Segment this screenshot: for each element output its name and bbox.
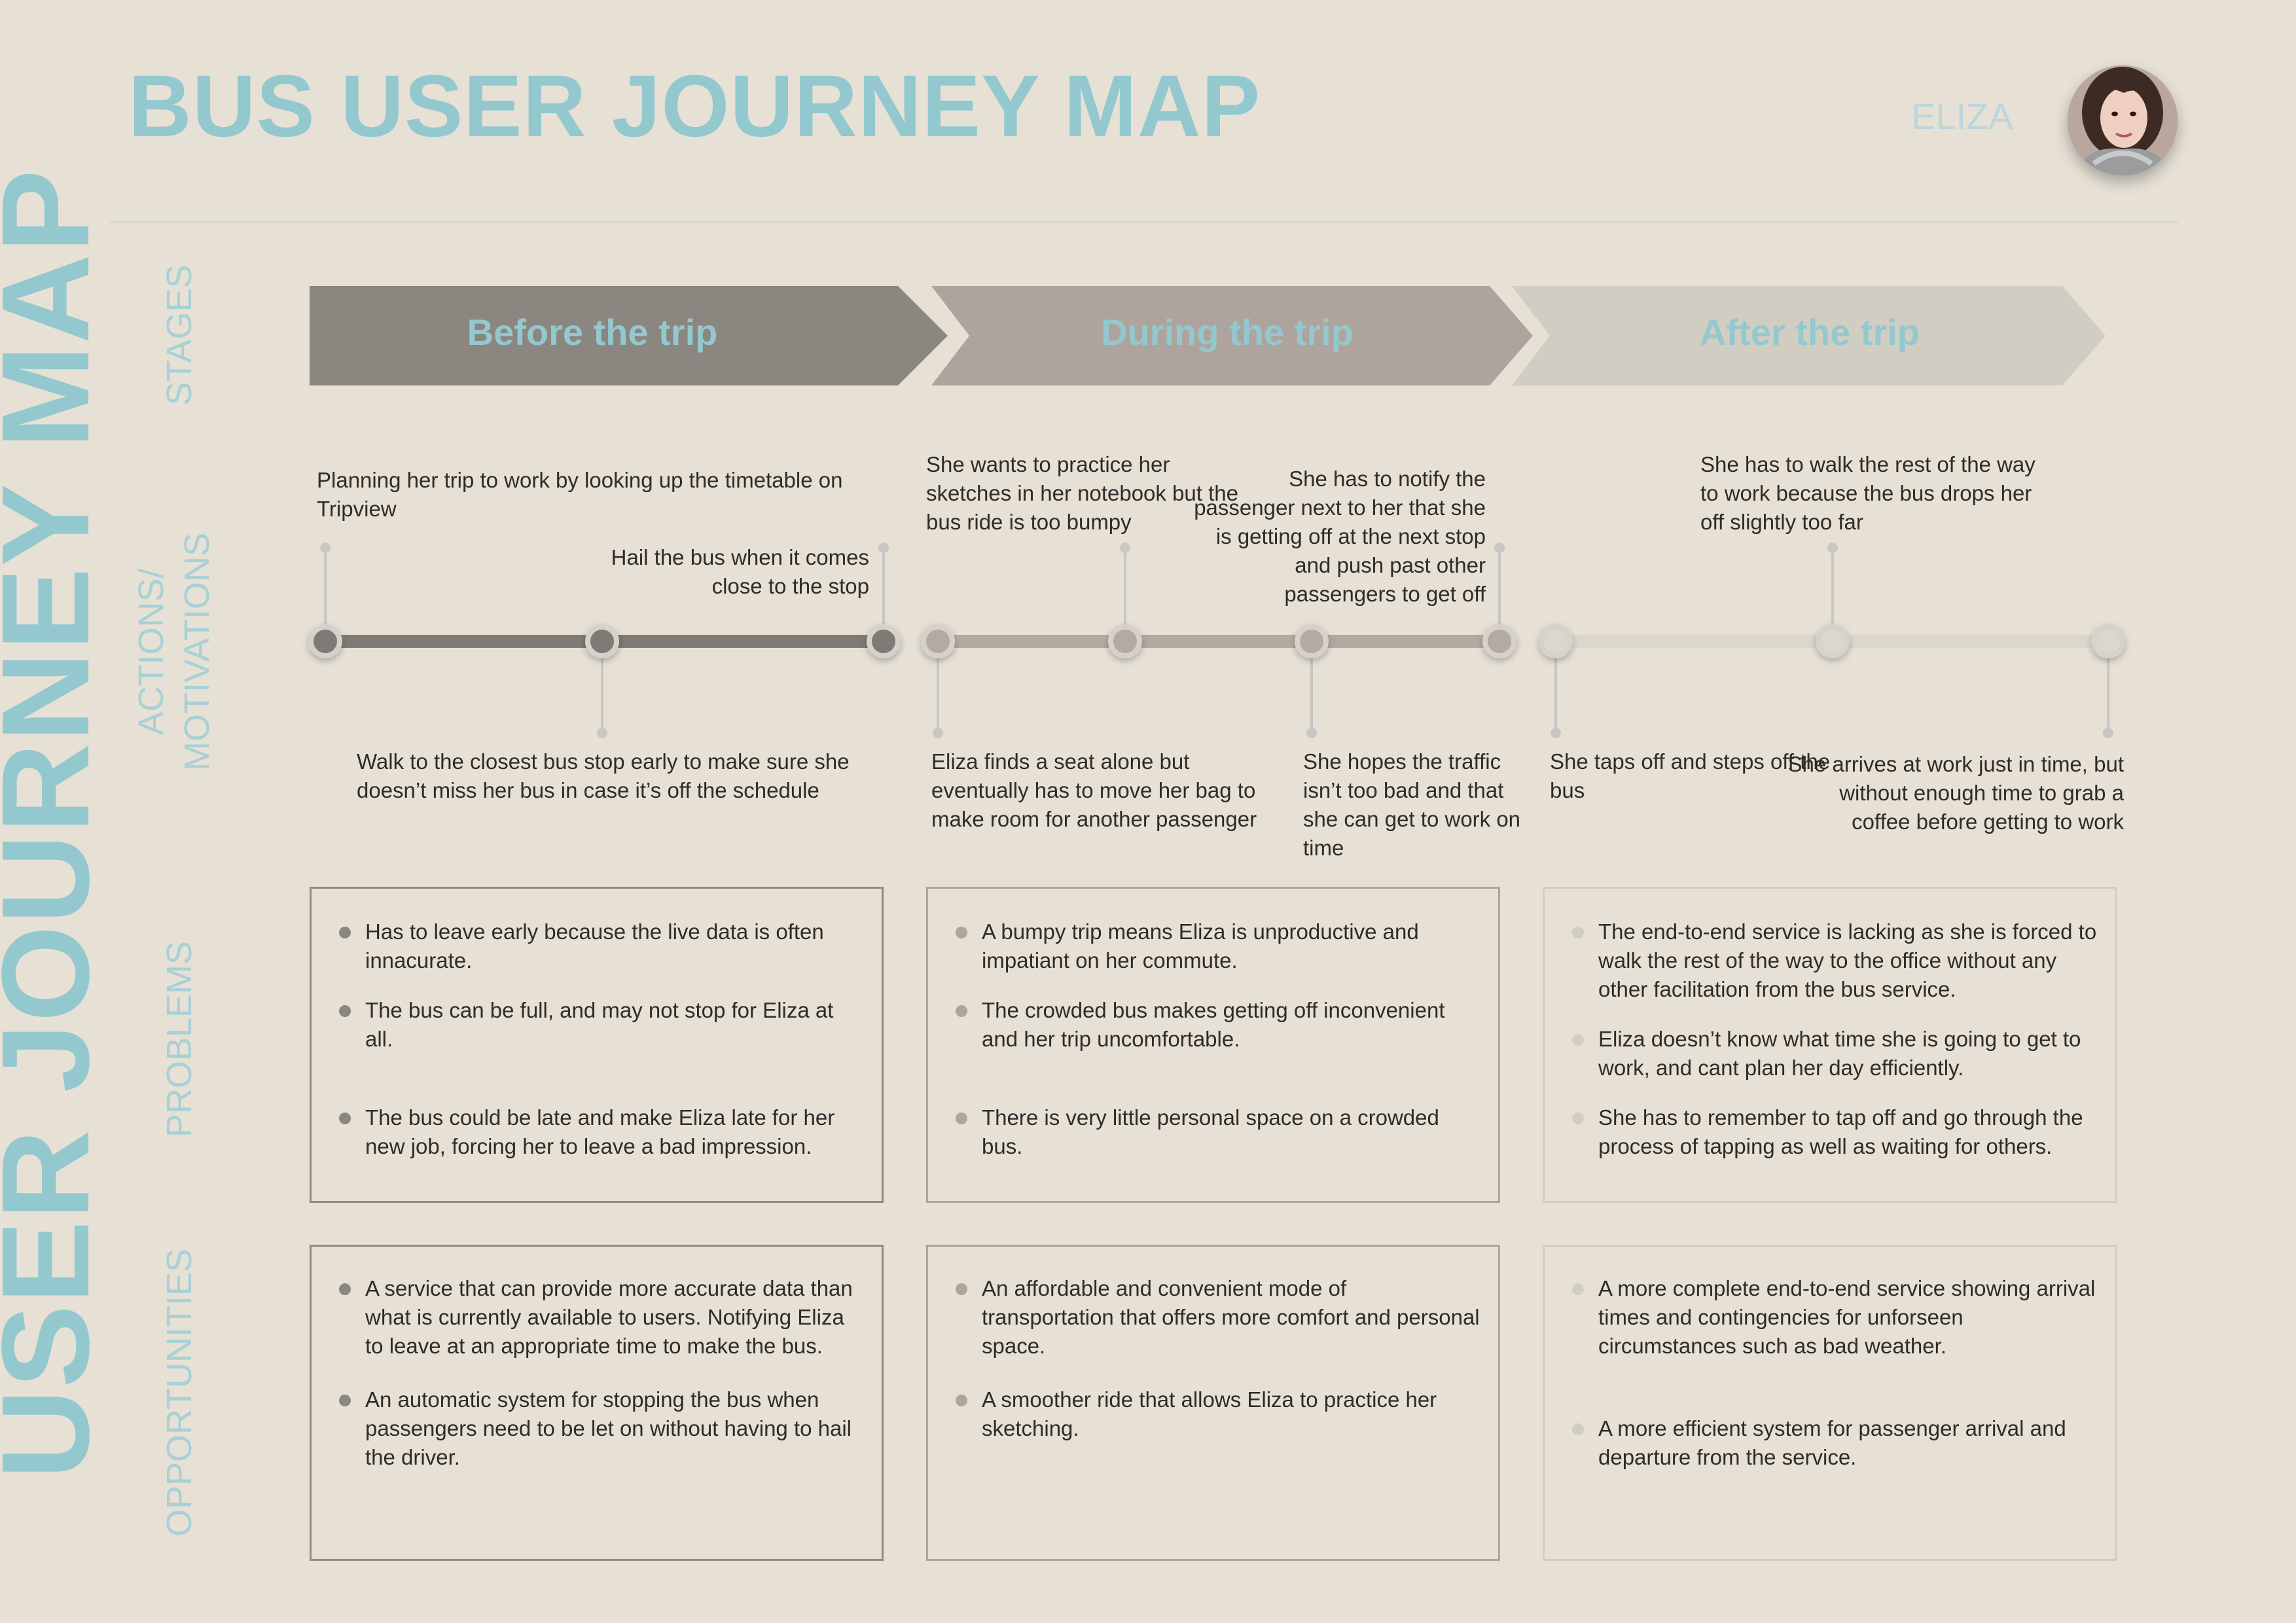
problems-card-after: The end-to-end service is lacking as she… — [1543, 887, 2117, 1203]
timeline-node — [1295, 624, 1329, 658]
list-item: An affordable and convenient mode of tra… — [928, 1274, 1498, 1361]
bullet-icon — [1572, 1423, 1584, 1435]
action-after-top-1: She has to walk the rest of the way to w… — [1700, 452, 2036, 534]
row-label-opportunities: OPPORTUNITIES — [160, 1248, 199, 1537]
action-before-top-2: Hail the bus when it comes close to the … — [611, 545, 869, 598]
list-item: There is very little personal space on a… — [928, 1103, 1498, 1161]
timeline-node — [308, 624, 342, 658]
bullet-icon — [956, 1005, 967, 1017]
action-before-top-1: Planning her trip to work by looking up … — [317, 468, 843, 521]
list-item: Eliza doesn’t know what time she is goin… — [1545, 1025, 2115, 1082]
list-item: Has to leave early because the live data… — [312, 918, 882, 975]
timeline-node — [1108, 624, 1142, 658]
list-item: A more efficient system for passenger ar… — [1545, 1414, 2115, 1472]
row-label-problems: PROBLEMS — [160, 940, 199, 1138]
timeline-node — [1539, 624, 1573, 658]
bullet-icon — [1572, 927, 1584, 938]
opportunities-card-after: A more complete end-to-end service showi… — [1543, 1245, 2117, 1561]
timeline-node — [921, 624, 955, 658]
action-before-bottom-1: Walk to the closest bus stop early to ma… — [357, 749, 850, 802]
timeline-node — [2091, 624, 2125, 658]
bullet-icon — [1572, 1113, 1584, 1124]
list-item: She has to remember to tap off and go th… — [1545, 1103, 2115, 1161]
list-item: A service that can provide more accurate… — [312, 1274, 882, 1361]
bullet-icon — [1572, 1283, 1584, 1295]
stage-arrows — [310, 286, 2106, 385]
header-divider — [110, 221, 2178, 223]
list-item: A smoother ride that allows Eliza to pra… — [928, 1385, 1498, 1443]
list-item: An automatic system for stopping the bus… — [312, 1385, 882, 1472]
timeline-node — [867, 624, 901, 658]
page-title: BUS USER JOURNEY MAP — [128, 58, 1261, 155]
stage-arrow-before — [310, 286, 948, 385]
action-during-top-2: She has to notify the passenger next to … — [1194, 467, 1486, 606]
persona-avatar-icon — [2068, 65, 2178, 175]
action-during-top-1: She wants to practice her sketches in he… — [926, 452, 1238, 534]
problems-card-during: A bumpy trip means Eliza is unproductive… — [926, 887, 1500, 1203]
problems-card-before: Has to leave early because the live data… — [310, 887, 884, 1203]
stage-label-during: During the trip — [1101, 312, 1354, 353]
bullet-icon — [1572, 1034, 1584, 1046]
bullet-icon — [339, 1113, 351, 1124]
journey-timeline — [308, 543, 2125, 738]
timeline-node — [585, 624, 619, 658]
opportunities-card-during: An affordable and convenient mode of tra… — [926, 1245, 1500, 1561]
bullet-icon — [339, 1005, 351, 1017]
stage-arrow-after — [1512, 286, 2106, 385]
bullet-icon — [339, 1283, 351, 1295]
stage-label-before: Before the trip — [467, 312, 718, 353]
list-item: A bumpy trip means Eliza is unproductive… — [928, 918, 1498, 975]
list-item: The end-to-end service is lacking as she… — [1545, 918, 2115, 1004]
persona-name: ELIZA — [1911, 96, 2013, 137]
stage-label-after: After the trip — [1700, 312, 1920, 353]
action-after-bottom-2: She arrives at work just in time, but wi… — [1787, 752, 2124, 834]
list-item: The bus could be late and make Eliza lat… — [312, 1103, 882, 1161]
bullet-icon — [956, 1283, 967, 1295]
list-item: The crowded bus makes getting off inconv… — [928, 996, 1498, 1054]
timeline-node — [1482, 624, 1516, 658]
timeline-node — [1816, 624, 1850, 658]
action-after-bottom-1: She taps off and steps off the bus — [1550, 749, 1831, 802]
bullet-icon — [956, 927, 967, 938]
avatar — [2068, 65, 2178, 175]
opportunities-card-before: A service that can provide more accurate… — [310, 1245, 884, 1561]
stage-arrow-during — [931, 286, 1533, 385]
side-title: USER JOURNEY MAP — [0, 168, 115, 1479]
bullet-icon — [956, 1113, 967, 1124]
action-during-bottom-2: She hopes the traffic isn’t too bad and … — [1303, 749, 1521, 860]
list-item: The bus can be full, and may not stop fo… — [312, 996, 882, 1054]
bullet-icon — [339, 1395, 351, 1406]
list-item: A more complete end-to-end service showi… — [1545, 1274, 2115, 1361]
bullet-icon — [956, 1395, 967, 1406]
action-during-bottom-1: Eliza finds a seat alone but eventually … — [931, 749, 1257, 831]
bullet-icon — [339, 927, 351, 938]
